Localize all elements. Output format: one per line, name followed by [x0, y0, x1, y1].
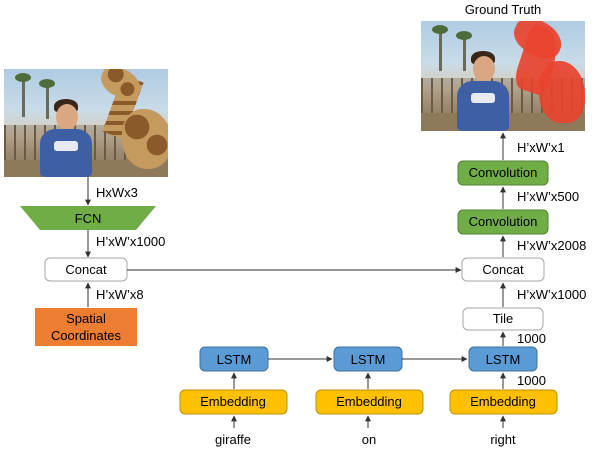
fcn-block [20, 206, 156, 230]
dim-lstm-to-tile: 1000 [517, 331, 546, 346]
dim-tile-out: H’xW’x1000 [517, 287, 586, 302]
lstm-1-label: LSTM [217, 352, 252, 367]
dim-emb-to-lstm: 1000 [517, 373, 546, 388]
tile-label: Tile [493, 311, 513, 326]
embedding-3-box [449, 389, 558, 415]
dim-concat-out: H’xW’x2008 [517, 238, 586, 253]
concat-right-label: Concat [482, 262, 524, 277]
embedding-3-label: Embedding [470, 394, 536, 409]
embedding-2-label: Embedding [336, 394, 402, 409]
fcn-label: FCN [75, 211, 102, 226]
convolution-bottom-label: Convolution [469, 214, 538, 229]
lstm-2-label: LSTM [351, 352, 386, 367]
convolution-top-label: Convolution [469, 165, 538, 180]
embedding-1-label: Embedding [200, 394, 266, 409]
dim-conv-mid: H’xW’x500 [517, 189, 579, 204]
giraffe-mask-body [539, 61, 585, 123]
embedding-2-box [315, 389, 424, 415]
dim-gt-in: H’xW’x1 [517, 140, 565, 155]
lstm-3-label: LSTM [486, 352, 521, 367]
word-2: on [362, 432, 376, 447]
spatial-label-line2: Coordinates [51, 328, 122, 343]
concat-right-box [461, 257, 545, 282]
concat-left-label: Concat [65, 262, 107, 277]
convolution-top-box [457, 160, 549, 186]
word-1: giraffe [215, 432, 251, 447]
input-image [4, 69, 168, 177]
ground-truth-image [421, 21, 585, 131]
dim-input: HxWx3 [96, 185, 138, 200]
dim-fcn-out: H’xW’x1000 [96, 234, 165, 249]
embedding-1-box [179, 389, 288, 415]
tile-box [462, 307, 544, 331]
convolution-bottom-box [457, 209, 549, 235]
word-3: right [490, 432, 516, 447]
spatial-label-line1: Spatial [66, 311, 106, 326]
spatial-coordinates-box [35, 308, 137, 346]
lstm-3-box [468, 346, 538, 372]
ground-truth-label: Ground Truth [465, 2, 542, 17]
dim-spatial-out: H’xW’x8 [96, 287, 144, 302]
